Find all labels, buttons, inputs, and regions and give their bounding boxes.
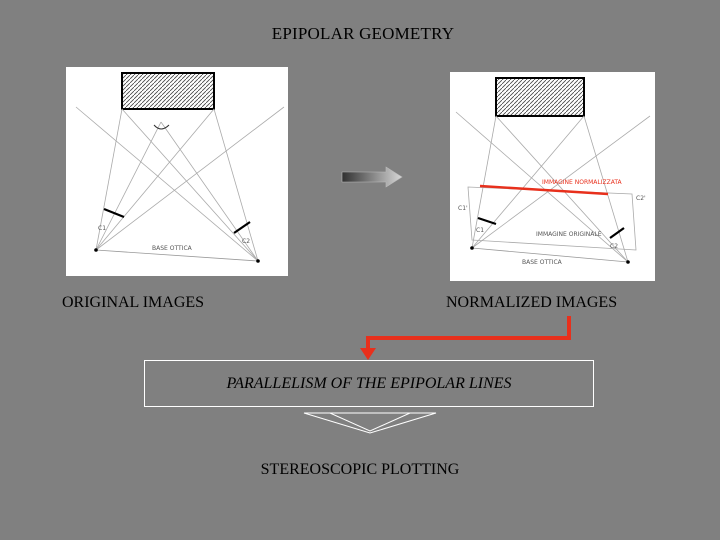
label-normalized-plane: IMMAGINE NORMALIZZATA (542, 179, 623, 186)
base-line (95, 249, 259, 262)
projection-rays (75, 106, 285, 262)
image-plane-1 (103, 207, 125, 219)
stereoscopic-plotting-label: STEREOSCOPIC PLOTTING (260, 461, 460, 478)
label-c1-prime: C1' (458, 205, 468, 212)
down-arrow-icon (303, 412, 437, 434)
label-c1: C1 (98, 225, 106, 232)
image-plane-2 (233, 221, 251, 234)
right-arrow-icon (341, 166, 403, 188)
label-c2-prime: C2' (636, 195, 646, 202)
normalized-epipolar-line (479, 184, 609, 196)
label-base: BASE OTTICA (152, 245, 193, 252)
label-original-plane: IMMAGINE ORIGINALE (536, 231, 602, 238)
base-line (471, 247, 629, 263)
parallelism-text: PARALLELISM OF THE EPIPOLAR LINES (226, 374, 512, 392)
red-connector-arrow (360, 316, 571, 360)
normalized-geometry-diagram: IMMAGINE NORMALIZZATA IMMAGINE ORIGINALE… (455, 77, 651, 266)
image-plane-2 (609, 227, 625, 239)
page-title: EPIPOLAR GEOMETRY (271, 24, 455, 43)
original-geometry-diagram: C1 C2 BASE OTTICA (75, 72, 285, 263)
camera-center-2 (256, 259, 260, 263)
camera-center-1 (94, 248, 98, 252)
object-block (495, 77, 585, 117)
camera-center-1 (470, 246, 474, 250)
normalized-images-panel: IMMAGINE NORMALIZZATA IMMAGINE ORIGINALE… (450, 72, 655, 281)
parallelism-box: PARALLELISM OF THE EPIPOLAR LINES (144, 360, 594, 407)
label-c1: C1 (476, 227, 484, 234)
label-c2: C2 (610, 243, 618, 250)
camera-center-2 (626, 260, 630, 264)
angle-arc (153, 124, 170, 130)
object-block (121, 72, 215, 110)
label-base: BASE OTTICA (522, 259, 563, 266)
normalized-plane-frame (467, 186, 637, 251)
projection-rays (455, 111, 651, 263)
original-images-panel: C1 C2 BASE OTTICA (66, 67, 288, 276)
label-c2: C2 (242, 238, 250, 245)
image-plane-1 (477, 216, 497, 226)
original-images-caption: ORIGINAL IMAGES (62, 294, 205, 311)
normalized-images-caption: NORMALIZED IMAGES (446, 294, 618, 311)
